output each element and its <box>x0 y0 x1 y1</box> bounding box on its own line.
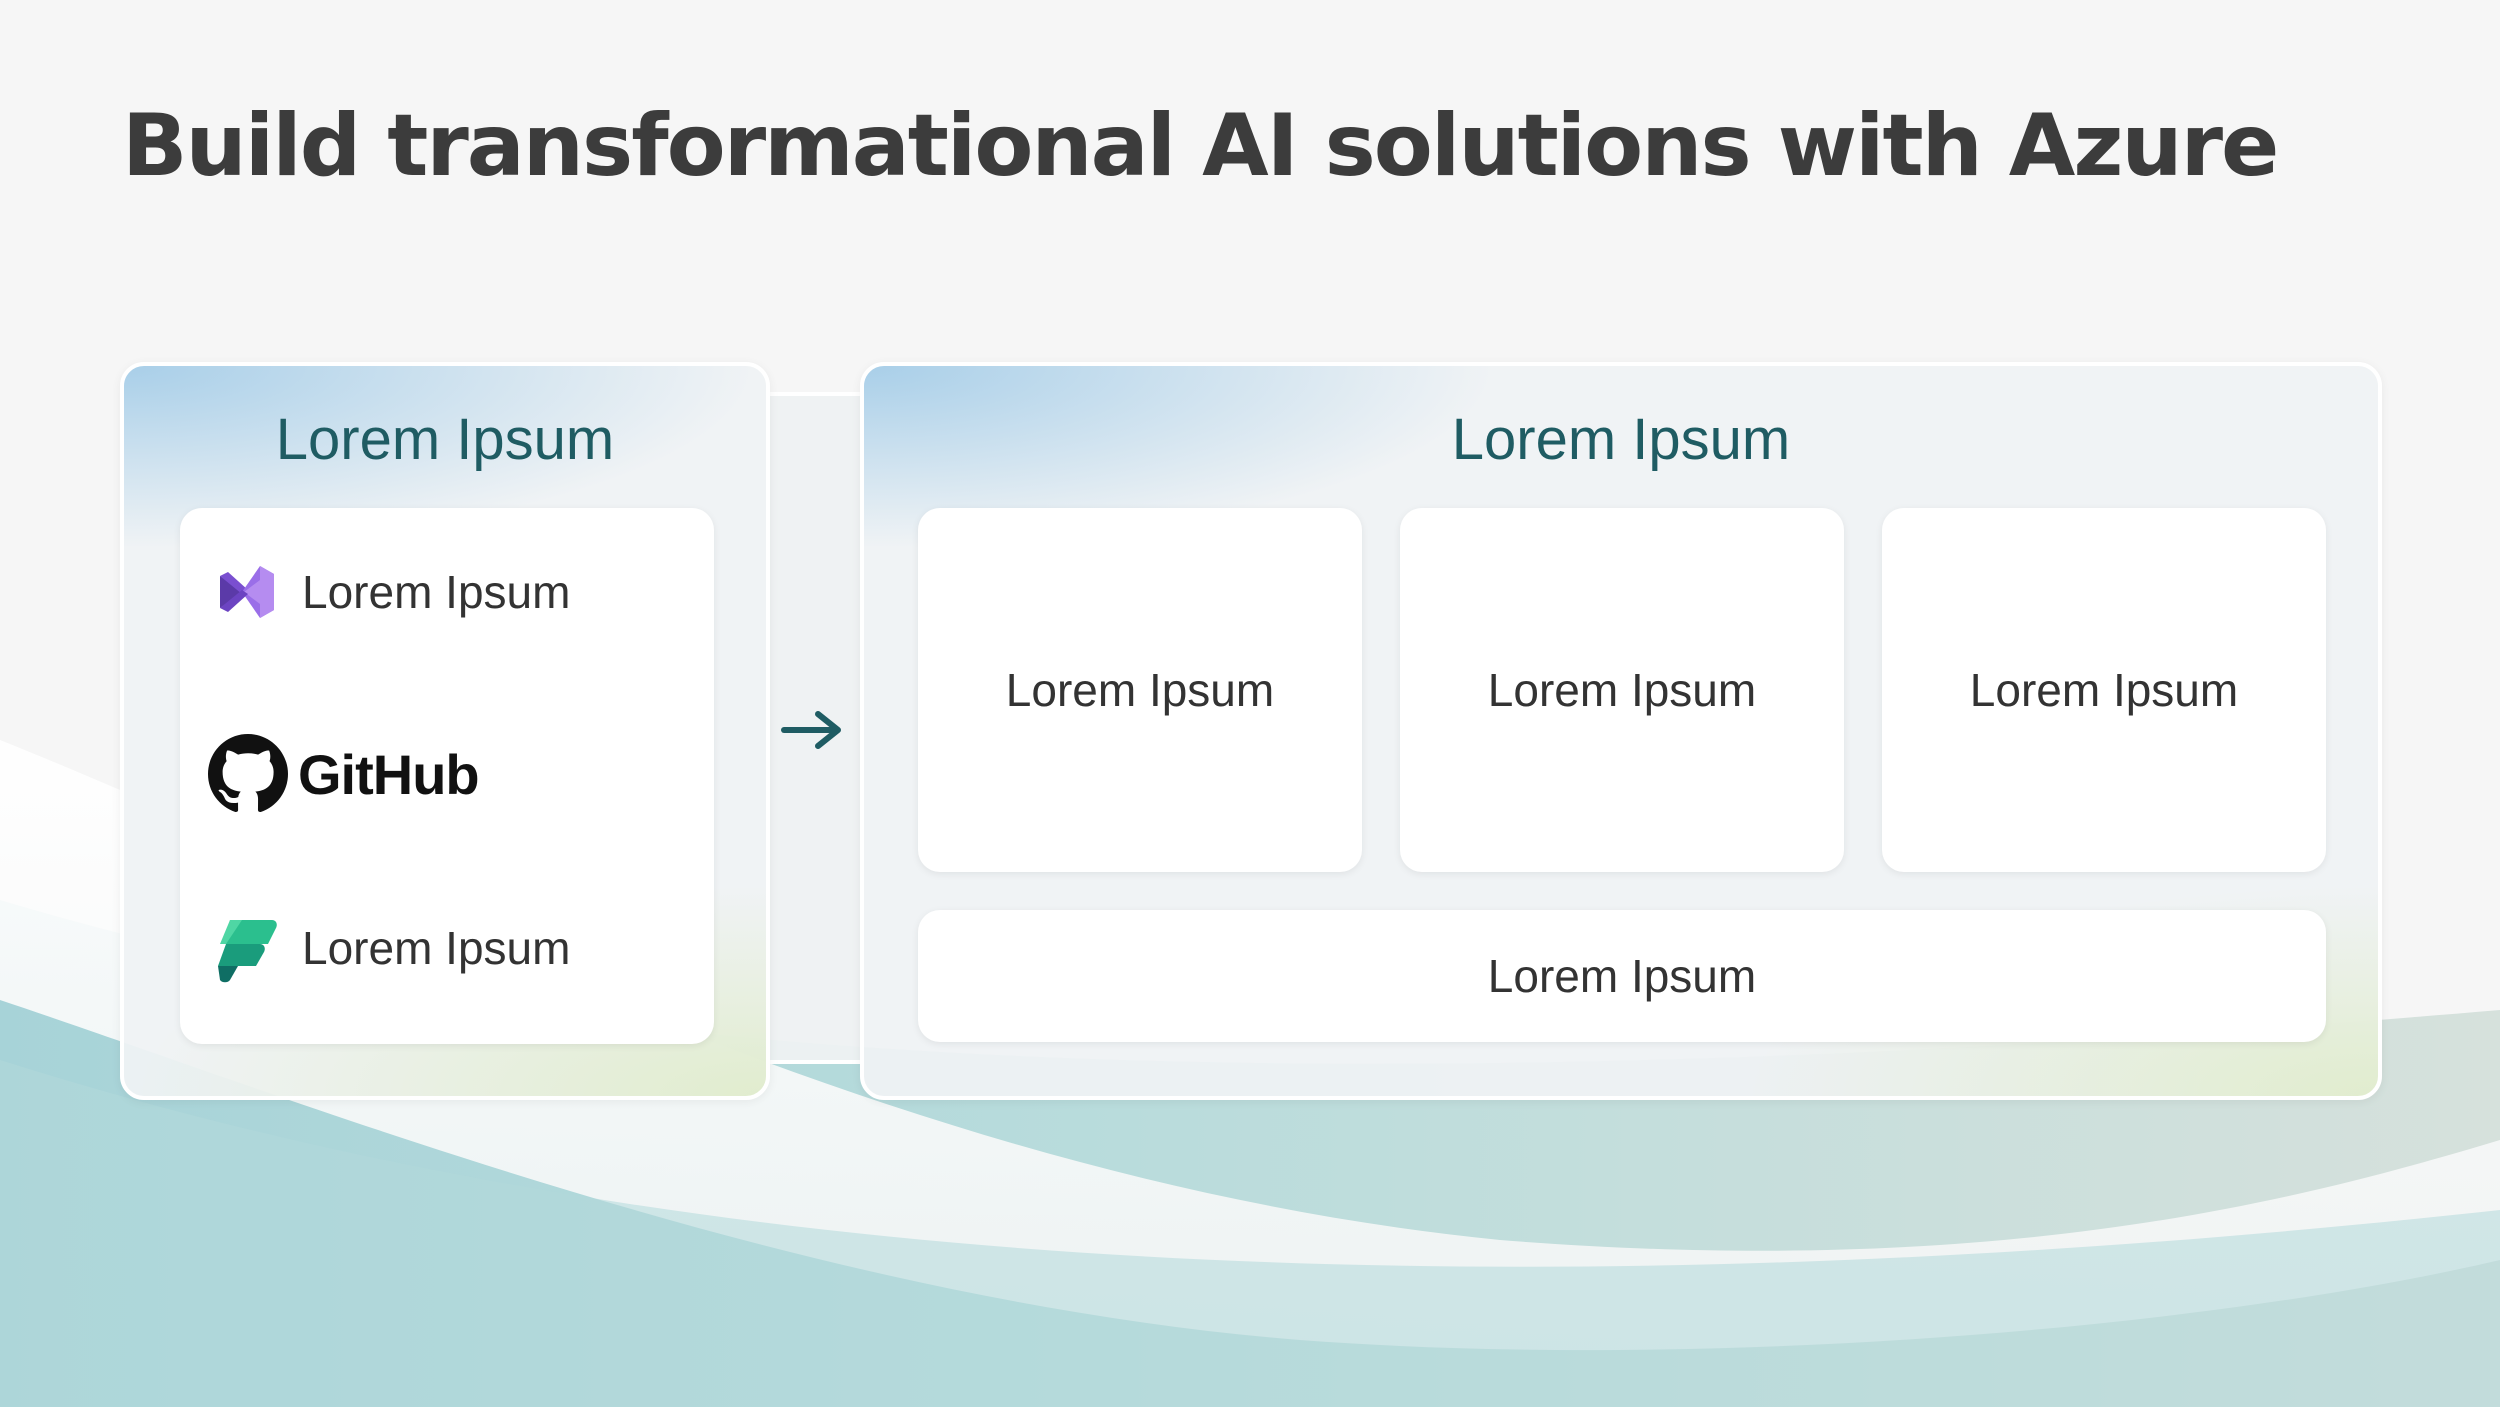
service-card-3[interactable]: Lorem Ipsum <box>1882 508 2326 872</box>
service-wide-card[interactable]: Lorem Ipsum <box>918 910 2326 1042</box>
tool-visual-studio[interactable]: Lorem Ipsum <box>208 556 570 628</box>
github-icon <box>208 734 288 813</box>
tool-label-visual-studio: Lorem Ipsum <box>302 566 571 618</box>
service-card-label: Lorem Ipsum <box>1969 664 2239 716</box>
services-panel-title: Lorem Ipsum <box>1451 407 1791 472</box>
service-card-1[interactable]: Lorem Ipsum <box>918 508 1362 872</box>
tool-label-github: GitHub <box>298 742 480 806</box>
tool-github[interactable]: GitHub <box>208 734 480 814</box>
service-card-label: Lorem Ipsum <box>1005 664 1275 716</box>
arrow-right-icon <box>781 711 841 749</box>
service-wide-card-label: Lorem Ipsum <box>1487 950 1757 1002</box>
service-card-2[interactable]: Lorem Ipsum <box>1400 508 1844 872</box>
tools-card: Lorem Ipsum GitHub Lorem Ipsum <box>180 508 714 1044</box>
slide-title: Build transformational AI solutions with… <box>122 96 2279 196</box>
tool-label-power-apps: Lorem Ipsum <box>302 922 571 974</box>
tools-panel: Lorem Ipsum Lorem Ipsum GitHub <box>120 362 770 1100</box>
service-card-label: Lorem Ipsum <box>1487 664 1757 716</box>
power-apps-icon <box>218 920 277 983</box>
tool-power-apps[interactable]: Lorem Ipsum <box>208 912 570 984</box>
tools-panel-title: Lorem Ipsum <box>275 407 615 472</box>
services-panel: Lorem Ipsum Lorem Ipsum Lorem Ipsum Lore… <box>860 362 2382 1100</box>
visual-studio-icon <box>220 566 274 618</box>
